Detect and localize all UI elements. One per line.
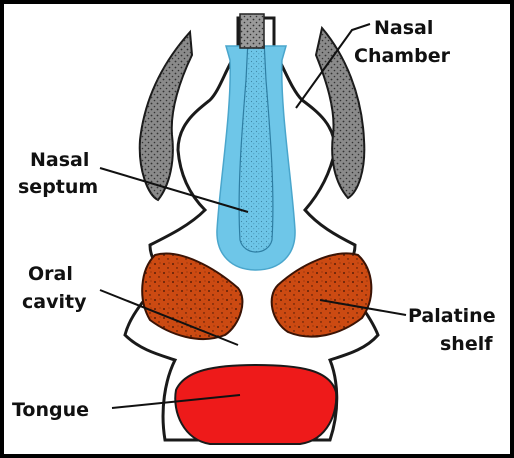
label-nasal-chamber-line2: Chamber [354, 45, 451, 67]
label-palatine-shelf-line2: shelf [440, 333, 493, 355]
label-palatine-shelf-line1: Palatine [408, 305, 496, 327]
label-oral-cavity-line1: Oral [28, 263, 73, 285]
tongue-shape [175, 365, 336, 444]
septum-stem-texture [240, 14, 264, 48]
label-oral-cavity-line2: cavity [22, 291, 87, 313]
label-nasal-septum-line2: septum [18, 176, 98, 198]
label-tongue: Tongue [12, 399, 89, 421]
label-nasal-chamber-line1: Nasal [374, 17, 433, 39]
label-nasal-septum-line1: Nasal [30, 149, 89, 171]
